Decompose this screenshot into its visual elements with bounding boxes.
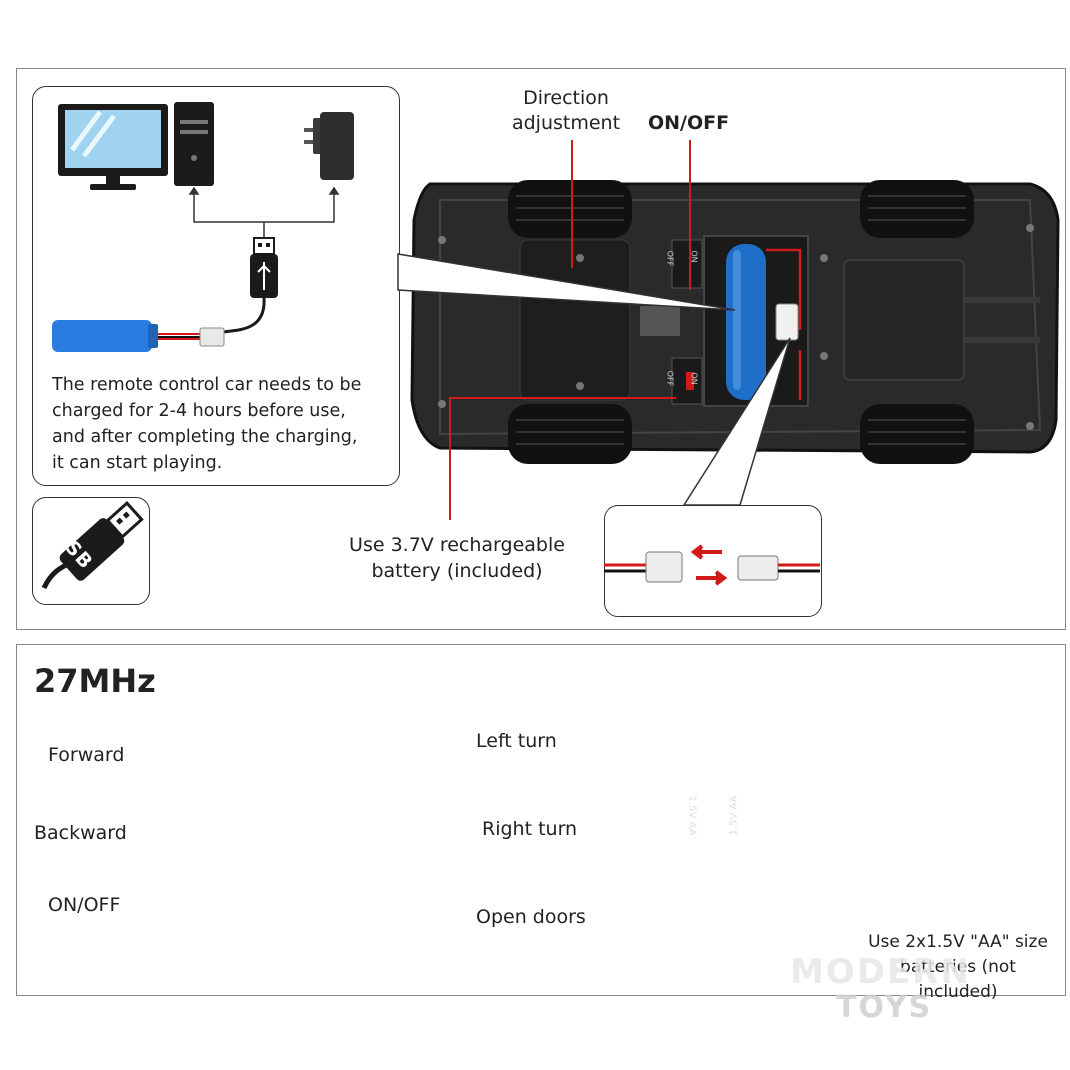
direction-adjustment-label: Direction adjustment xyxy=(511,87,621,134)
left-turn-label: Left turn xyxy=(476,730,557,752)
usb-cable-icon xyxy=(41,500,144,590)
right-turn-label: Right turn xyxy=(482,818,578,840)
car-switch-label-off-2: OFF xyxy=(665,370,675,387)
car-underside xyxy=(410,180,1060,464)
zoom-callout-pointer xyxy=(397,253,736,311)
switch-on-text: ON xyxy=(338,872,355,883)
usb-plug-icon xyxy=(221,237,278,334)
backward-label: Backward xyxy=(34,822,127,844)
aa-battery-note: Use 2x1.5V "AA" size batteries (not incl… xyxy=(868,932,1048,1002)
connector-zoom-illustration xyxy=(604,544,820,586)
controller-onoff-label: ON/OFF xyxy=(48,894,121,916)
watermark-line2: TOYS xyxy=(836,990,933,1025)
car-switch-label-on-2: ON xyxy=(689,372,699,385)
frequency-title: 27MHz xyxy=(34,662,156,700)
car-battery-pack-icon xyxy=(52,320,225,352)
battery-label: Use 3.7V rechargeable battery (included) xyxy=(349,534,565,582)
battery-cell-label-1: 1.5V AA xyxy=(686,795,698,836)
connector-callout-pointer xyxy=(682,337,791,506)
monitor-icon xyxy=(58,104,168,190)
top-pointer-lines xyxy=(449,140,691,520)
open-doors-label: Open doors xyxy=(476,906,586,928)
car-onoff-label: ON/OFF xyxy=(648,112,730,134)
wall-charger-icon xyxy=(304,112,354,180)
bottom-panel xyxy=(16,644,1066,996)
car-switch-label-on-1: ON xyxy=(689,250,699,263)
computer-tower-icon xyxy=(174,102,214,186)
charging-note: The remote control car needs to be charg… xyxy=(52,375,362,473)
switch-off-text: OFF xyxy=(270,872,293,883)
connector-zoom-box xyxy=(604,505,822,617)
charging-connector-lines xyxy=(188,186,340,238)
watermark-line1: MODERN xyxy=(790,952,971,992)
battery-cell-label-2: 1.5V AA xyxy=(728,795,740,836)
car-switch-label-off-1: OFF xyxy=(665,250,675,267)
forward-label: Forward xyxy=(48,744,125,766)
